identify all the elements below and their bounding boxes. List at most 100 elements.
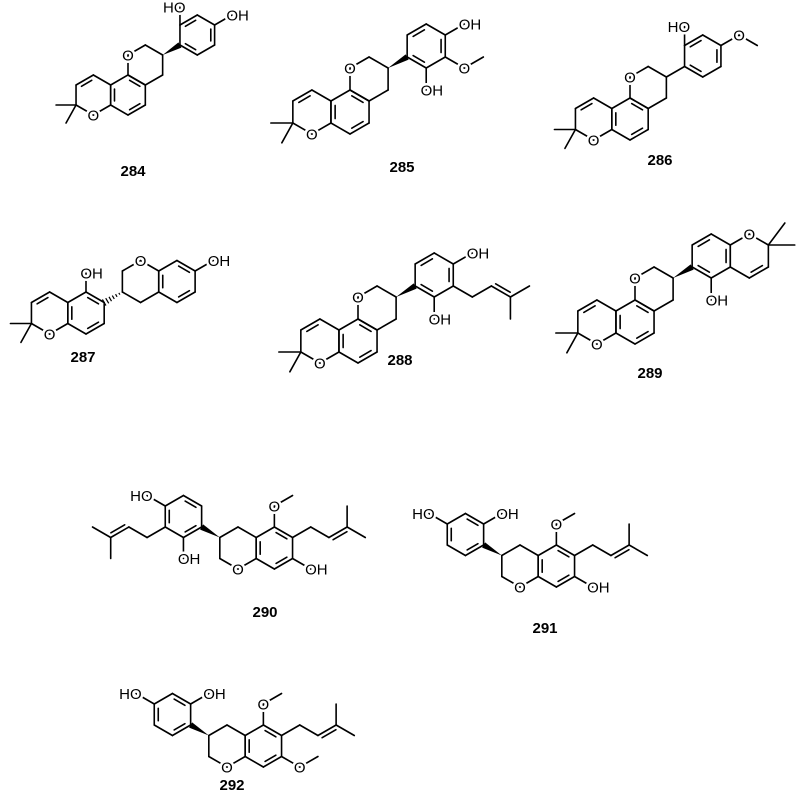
- ring-bond: [219, 557, 239, 570]
- ring-bond: [311, 89, 332, 102]
- ring-bond: [519, 575, 539, 588]
- ring-bond: [701, 34, 722, 47]
- double-bond-inner: [80, 79, 93, 88]
- double-bond-inner: [420, 283, 434, 292]
- ring-bond: [208, 724, 228, 737]
- double-bond-inner: [466, 542, 479, 551]
- compound-number-label: 285: [389, 159, 414, 176]
- ring-bond: [92, 74, 112, 86]
- wedge-bond: [673, 264, 694, 278]
- ring-bond: [139, 259, 160, 272]
- ring-bond: [577, 299, 598, 312]
- ring-bond: [368, 89, 389, 102]
- hash-bond-segment: [111, 295, 115, 300]
- ring-bond: [357, 285, 378, 298]
- wedge-bond: [396, 283, 417, 297]
- ring-bond: [357, 351, 378, 364]
- ring-bond: [330, 122, 351, 135]
- ring-bond: [208, 755, 228, 768]
- ring-bond: [179, 14, 199, 26]
- ring-bond: [683, 65, 704, 78]
- compound-285-structure: [270, 23, 485, 144]
- ring-bond: [109, 104, 129, 116]
- ring-bond: [406, 56, 428, 69]
- methyl-bond: [262, 692, 283, 705]
- double-bond-inner: [264, 754, 277, 763]
- ring-bond: [30, 291, 51, 304]
- double-bond-inner: [184, 19, 197, 28]
- ring-bond: [226, 724, 246, 737]
- oxygen-label: O: [294, 759, 306, 776]
- ring-bond: [710, 233, 732, 246]
- compound-289-structure: [555, 222, 796, 354]
- ring-bond: [611, 97, 631, 110]
- hydroxyl-label: OH: [178, 551, 201, 568]
- ring-bond: [171, 692, 192, 705]
- ring-bond: [376, 285, 397, 298]
- oxygen-label: O: [306, 126, 318, 143]
- bond: [128, 526, 148, 539]
- ring-bond: [691, 266, 713, 279]
- double-bond-inner: [332, 530, 348, 541]
- ring-bond: [237, 557, 257, 570]
- double-bond-inner: [350, 120, 364, 129]
- ring-bond: [501, 544, 521, 557]
- double-bond-inner: [358, 324, 372, 333]
- bond: [628, 544, 649, 557]
- bond: [490, 285, 512, 298]
- bond: [146, 526, 167, 539]
- double-bond-inner: [128, 79, 141, 88]
- compound-number-label: 287: [70, 349, 95, 366]
- ring-bond: [153, 692, 174, 705]
- ring-bond: [109, 74, 129, 86]
- ring-bond: [634, 266, 655, 279]
- ring-bond: [196, 44, 216, 56]
- hash-bond-segment: [118, 292, 121, 295]
- ring-bond: [748, 233, 770, 246]
- ring-bond: [349, 122, 370, 135]
- hydroxyl-label: HO: [412, 506, 435, 523]
- oxygen-label: O: [314, 355, 326, 372]
- oxygen-label: O: [458, 60, 470, 77]
- hash-bond-segment: [108, 296, 113, 302]
- double-bond-inner: [630, 102, 644, 111]
- bond: [591, 544, 612, 557]
- wedge-bond: [482, 542, 502, 556]
- double-bond-inner: [494, 283, 511, 294]
- ring-bond: [176, 291, 196, 304]
- ring-bond: [414, 285, 436, 298]
- oxygen-label: O: [269, 498, 281, 515]
- compound-number-label: 288: [387, 352, 412, 369]
- ring-bond: [574, 97, 595, 110]
- bond: [471, 285, 493, 298]
- ring-bond: [446, 512, 467, 525]
- double-bond-inner: [298, 95, 311, 104]
- bond: [509, 285, 531, 298]
- oxygen-label: O: [514, 579, 526, 596]
- double-bond-inner: [173, 698, 186, 707]
- hydroxyl-label: OH: [429, 311, 452, 328]
- ring-bond: [75, 104, 95, 116]
- ring-bond: [262, 724, 283, 737]
- substituent-bond: [444, 23, 466, 36]
- double-bond-inner: [128, 102, 141, 111]
- ring-bond: [464, 512, 485, 525]
- double-bond-inner: [412, 29, 426, 38]
- methyl-bond: [298, 755, 319, 768]
- bond: [335, 724, 356, 737]
- double-bond-inner: [412, 54, 426, 63]
- double-bond-inner: [466, 518, 479, 527]
- double-bond-inner: [110, 523, 126, 534]
- ring-bond: [634, 332, 655, 345]
- ring-bond: [433, 252, 455, 265]
- double-bond-inner: [689, 64, 702, 73]
- double-bond-inner: [184, 42, 197, 51]
- oxygen-label: O: [624, 69, 636, 86]
- compound-290-structure: [91, 494, 367, 570]
- ring-bond: [144, 44, 164, 56]
- ring-bond: [683, 34, 704, 47]
- ring-bond: [425, 23, 447, 36]
- ring-bond: [182, 494, 203, 507]
